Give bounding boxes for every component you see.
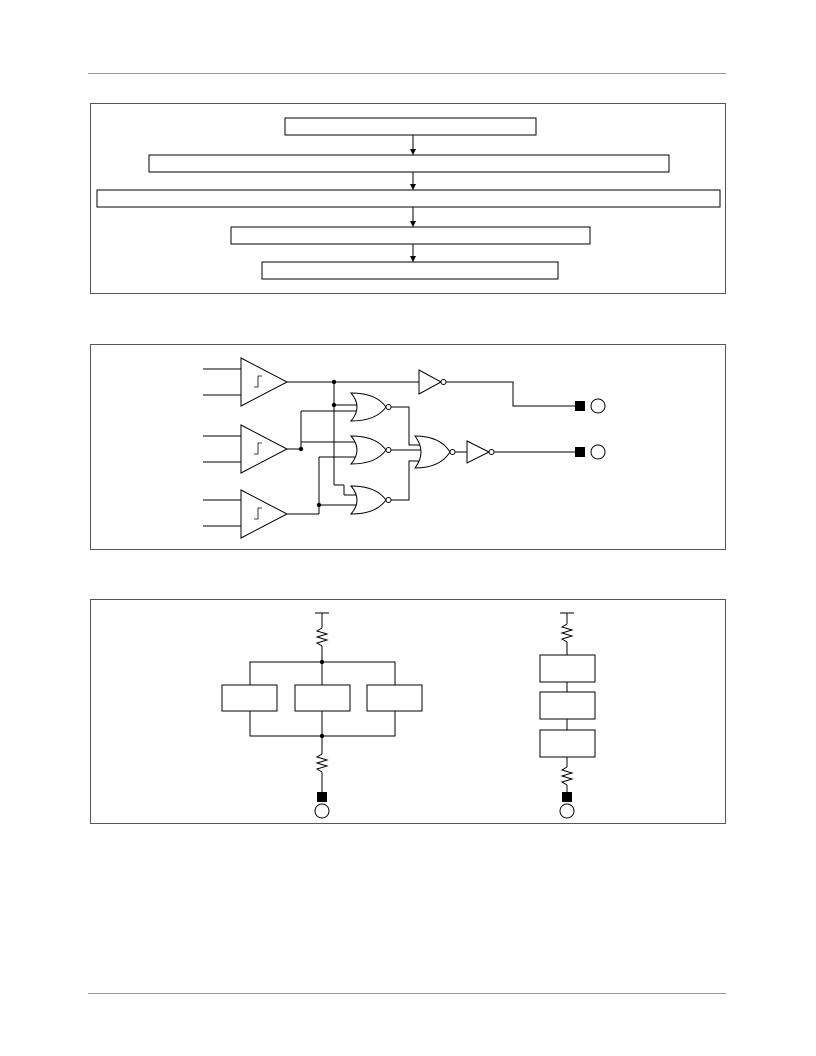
parallel-block-3 bbox=[366, 684, 423, 712]
flow-diagram bbox=[96, 117, 721, 280]
footer-rule bbox=[88, 993, 726, 994]
series-circuit bbox=[539, 612, 596, 819]
series-block-3 bbox=[539, 729, 596, 758]
junction-dot bbox=[298, 446, 304, 452]
output-pin-left bbox=[317, 792, 327, 802]
nor-gate-1 bbox=[349, 392, 392, 422]
resistor-bottom-right bbox=[560, 766, 574, 786]
resistor-bottom-left bbox=[315, 753, 329, 773]
nor-gate-3 bbox=[349, 485, 392, 515]
output-pad-right bbox=[559, 803, 575, 819]
series-block-1 bbox=[539, 654, 596, 683]
comparator-3 bbox=[203, 489, 289, 539]
logic-diagram bbox=[203, 357, 606, 539]
flow-box-5 bbox=[261, 261, 559, 280]
output-pin-2 bbox=[575, 447, 585, 457]
flow-box-3 bbox=[96, 189, 721, 208]
circuit-panel bbox=[90, 599, 726, 824]
logic-panel bbox=[90, 344, 726, 550]
output-pin-1 bbox=[575, 401, 585, 411]
comparator-1 bbox=[203, 357, 289, 407]
flow-panel bbox=[90, 103, 726, 294]
parallel-circuit bbox=[221, 612, 423, 819]
series-block-2 bbox=[539, 691, 596, 720]
inverter-2 bbox=[466, 440, 495, 464]
header-rule bbox=[88, 73, 726, 74]
parallel-block-1 bbox=[221, 684, 278, 712]
comparator-2 bbox=[203, 424, 289, 474]
output-pin-right bbox=[562, 792, 572, 802]
nor-gate-final bbox=[414, 435, 456, 469]
output-pad-2 bbox=[590, 444, 606, 460]
flow-box-4 bbox=[230, 226, 591, 245]
parallel-block-2 bbox=[294, 684, 351, 712]
output-pad-1 bbox=[590, 398, 606, 414]
inverter-1 bbox=[418, 369, 447, 395]
output-pad-left bbox=[314, 803, 330, 819]
flow-box-2 bbox=[148, 154, 670, 173]
junction-dot bbox=[331, 379, 337, 385]
circuit-diagram bbox=[221, 612, 596, 819]
resistor-top-right bbox=[560, 623, 574, 643]
flow-box-1 bbox=[284, 117, 537, 136]
nor-gate-2 bbox=[349, 435, 392, 465]
resistor-top-left bbox=[315, 627, 329, 647]
